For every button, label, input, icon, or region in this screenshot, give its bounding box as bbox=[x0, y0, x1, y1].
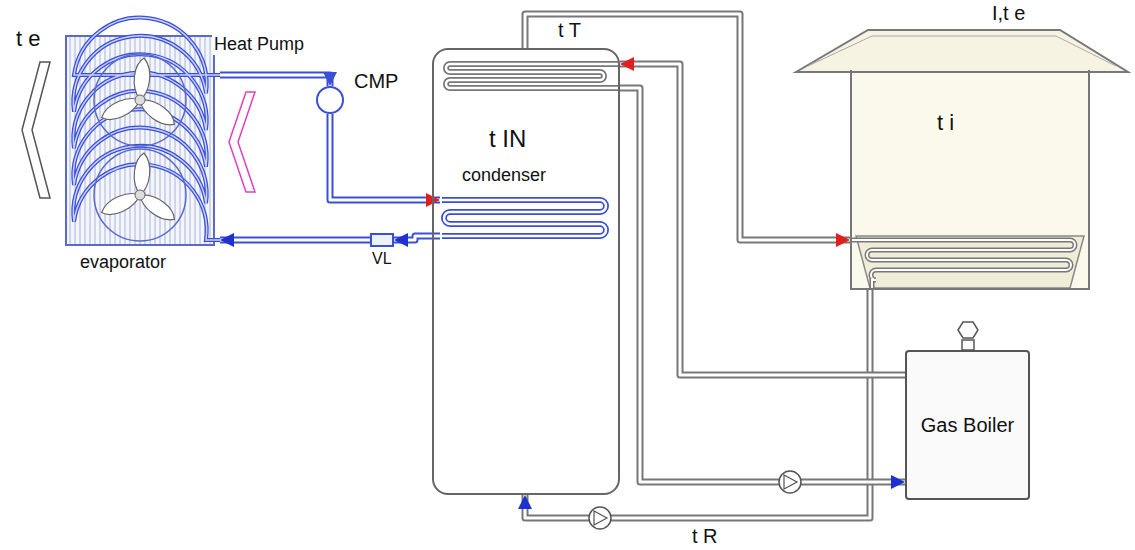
circulation-pump bbox=[589, 507, 611, 529]
circulation-pump bbox=[779, 471, 801, 493]
temperature-label: t T bbox=[556, 19, 583, 42]
house: I,t et i bbox=[850, 70, 1090, 290]
temperature-label: t R bbox=[690, 525, 720, 548]
boiler-flue bbox=[962, 340, 974, 350]
evaporator-coil: evaporator bbox=[62, 30, 220, 280]
evaporator-tube-core bbox=[73, 18, 220, 240]
floor-coil bbox=[852, 240, 1075, 289]
air-flow-arrow bbox=[22, 62, 50, 198]
floor-coil-core bbox=[852, 240, 1075, 289]
pipe-wall bbox=[620, 64, 905, 375]
node-text: evaporator bbox=[80, 252, 166, 273]
roof bbox=[796, 30, 1128, 72]
node-text: VL bbox=[372, 250, 392, 268]
tank-fill bbox=[433, 49, 619, 494]
pipe-wall bbox=[620, 88, 905, 482]
node-text: CMP bbox=[354, 70, 398, 93]
tank-coil bbox=[446, 64, 618, 88]
condenser-coil: condenser bbox=[440, 165, 610, 250]
evaporator-fans bbox=[94, 54, 186, 241]
expansion-valve: VL bbox=[370, 233, 394, 247]
evaporator-tube bbox=[73, 18, 220, 240]
compressor: CMP bbox=[316, 86, 344, 114]
node-text: I,t e bbox=[992, 2, 1025, 25]
air-flow-arrow bbox=[229, 92, 255, 192]
node-text: t i bbox=[937, 110, 954, 135]
pipe-core bbox=[620, 88, 905, 482]
evaporator-frame bbox=[66, 36, 214, 245]
evaporator-fins bbox=[70, 37, 210, 244]
roof-edge bbox=[808, 36, 1116, 66]
pipe-wall bbox=[220, 237, 370, 244]
water-pipe bbox=[620, 88, 905, 482]
storage-tank: condenser t IN bbox=[432, 48, 620, 495]
boiler-flue-cap bbox=[958, 322, 978, 338]
condenser-tube bbox=[442, 200, 606, 236]
tank-coil-core bbox=[446, 64, 618, 88]
refrigerant-pipe bbox=[220, 75, 330, 86]
node-text: t IN bbox=[489, 125, 526, 153]
water-pipe bbox=[620, 64, 905, 375]
house-fill bbox=[851, 70, 1089, 289]
pipe-wall bbox=[220, 75, 330, 86]
condenser-tube-core bbox=[442, 200, 606, 236]
pipe-core bbox=[220, 239, 370, 242]
gas-boiler: Gas Boiler bbox=[905, 350, 1030, 500]
pipe-wall bbox=[330, 114, 440, 200]
refrigerant-pipe bbox=[330, 114, 440, 200]
pipe-core bbox=[620, 64, 905, 375]
node-text: Gas Boiler bbox=[921, 414, 1014, 437]
pipe-core bbox=[330, 114, 440, 200]
system-title: Heat Pump bbox=[212, 34, 306, 55]
refrigerant-pipe bbox=[220, 240, 370, 241]
temperature-label: t e bbox=[14, 26, 42, 51]
pipe-core bbox=[220, 75, 330, 86]
node-text: condenser bbox=[462, 165, 546, 186]
